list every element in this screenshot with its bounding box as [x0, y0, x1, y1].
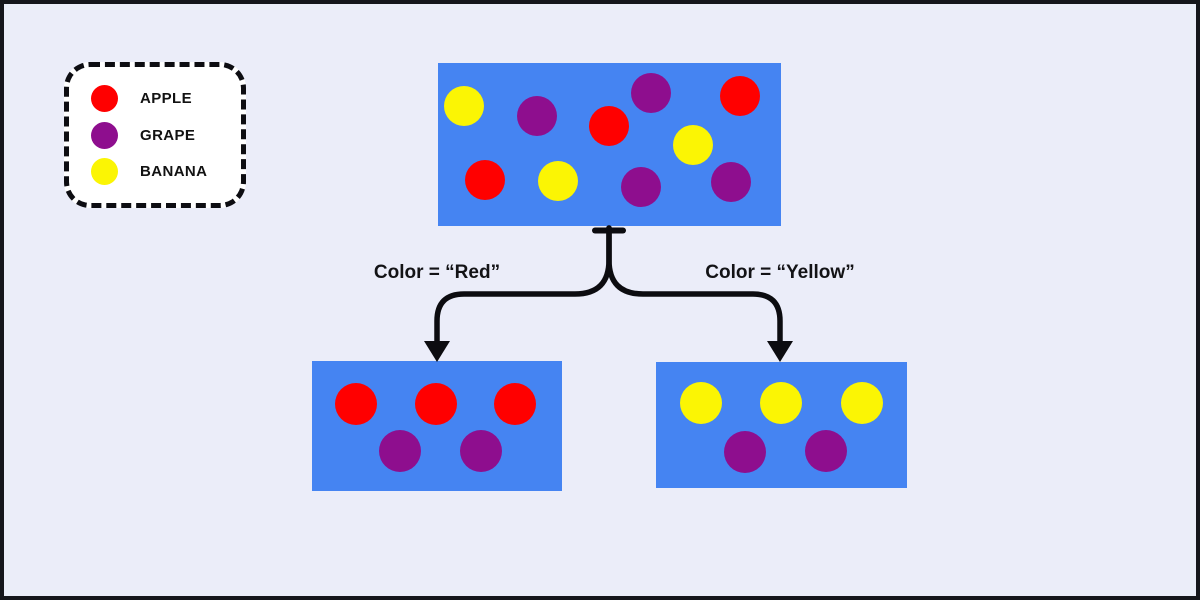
legend: APPLE GRAPE BANANA — [64, 62, 246, 208]
red-branch-fruit-box — [312, 361, 562, 491]
banana-circle — [680, 382, 722, 424]
grape-swatch — [91, 121, 118, 149]
apple-swatch — [91, 84, 118, 112]
banana-circle — [673, 125, 713, 165]
apple-circle — [415, 383, 457, 425]
legend-item-banana: BANANA — [91, 158, 233, 186]
apple-circle — [465, 160, 505, 200]
right-arrowhead-icon — [767, 341, 793, 362]
branch-label-red: Color = “Red” — [373, 262, 501, 283]
branch-label-yellow: Color = “Yellow” — [705, 262, 855, 283]
legend-label-apple: APPLE — [140, 89, 193, 107]
grape-circle — [517, 96, 557, 136]
legend-item-grape: GRAPE — [91, 121, 233, 149]
root-fruit-box — [438, 63, 781, 226]
grape-circle — [379, 430, 421, 472]
legend-label-grape: GRAPE — [140, 126, 196, 144]
yellow-branch-fruit-box — [656, 362, 907, 488]
banana-circle — [760, 382, 802, 424]
grape-circle — [805, 430, 847, 472]
grape-circle — [460, 430, 502, 472]
legend-item-apple: APPLE — [91, 84, 233, 112]
left-branch-line — [434, 225, 612, 348]
grape-circle — [711, 162, 751, 202]
right-branch-line — [606, 225, 783, 348]
left-arrowhead-icon — [424, 341, 450, 362]
apple-circle — [494, 383, 536, 425]
apple-circle — [335, 383, 377, 425]
legend-label-banana: BANANA — [140, 163, 208, 181]
apple-circle — [720, 76, 760, 116]
banana-circle — [444, 86, 484, 126]
banana-circle — [841, 382, 883, 424]
banana-swatch — [91, 158, 118, 186]
banana-circle — [538, 161, 578, 201]
apple-circle — [589, 106, 629, 146]
grape-circle — [724, 431, 766, 473]
grape-circle — [621, 167, 661, 207]
grape-circle — [631, 73, 671, 113]
